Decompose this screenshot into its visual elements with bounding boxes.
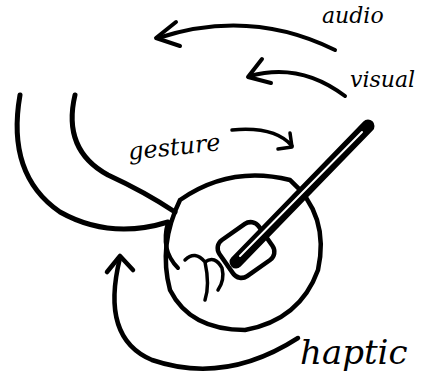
arrow-head	[248, 59, 271, 83]
hand	[185, 255, 223, 300]
annotation-label: haptic	[300, 334, 408, 371]
annotation-label: visual	[350, 68, 415, 92]
arrow-head	[156, 22, 180, 46]
arrow-head	[278, 133, 292, 149]
neck	[236, 126, 368, 262]
neck-highlight	[240, 132, 362, 256]
haptic-arrow	[114, 258, 298, 369]
annotation-label: gesture	[127, 129, 222, 165]
annotation-label: audio	[322, 4, 384, 28]
visual-arrow	[250, 72, 345, 96]
audio-arrow	[158, 26, 335, 51]
arrow-head	[107, 256, 133, 272]
gesture-arrow	[232, 129, 292, 146]
